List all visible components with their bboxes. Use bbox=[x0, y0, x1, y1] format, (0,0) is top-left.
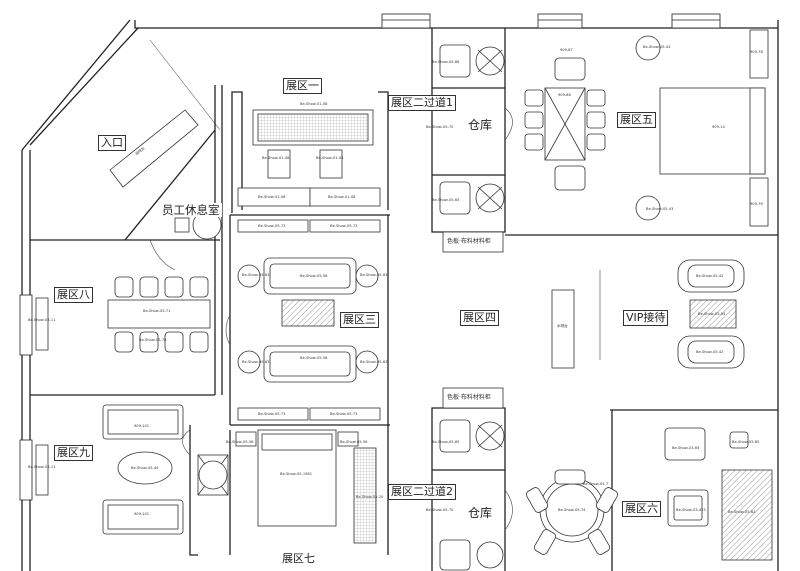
zone9-furniture bbox=[35, 404, 184, 535]
code-z3-side-top-left: Be-Show-05-63 bbox=[242, 273, 270, 277]
code-z8-table: Be-Show-05-71 bbox=[143, 309, 171, 313]
code-z1-bench-left: Be-Show-01-08 bbox=[258, 195, 286, 199]
code-z6-round-table: Be-Show-05-74 bbox=[558, 508, 586, 512]
code-z3-top-bench-left: Be-Show-05-73 bbox=[258, 224, 286, 228]
code-z5-lounge-bottom: Be-Show-05-43 bbox=[646, 207, 674, 211]
code-z3-sofa-top: Be-Show-05-58 bbox=[300, 274, 328, 278]
code-warehouse-bottom-chair-1: Be-Show-05-65 bbox=[432, 440, 460, 444]
code-vip-sofa-bottom: Be-Show-05-42 bbox=[696, 350, 724, 354]
code-z6-chair-top: Be-Show-05-7 bbox=[583, 482, 609, 486]
zone8-furniture bbox=[35, 276, 211, 353]
code-vip-sofa-top: Be-Show-05-42 bbox=[696, 274, 724, 278]
code-z9-side: Be-Show-03-11 bbox=[28, 465, 56, 469]
zone7-furniture bbox=[197, 429, 377, 544]
windows bbox=[19, 13, 721, 501]
code-z3-bottom-bench-left: Be-Show-05-73 bbox=[258, 412, 286, 416]
inner-walls bbox=[30, 28, 778, 571]
zone-label-zone6: 展区六 bbox=[622, 501, 661, 517]
code-z3-side-top-right: Be-Show-05-63 bbox=[360, 273, 388, 277]
code-z3-bottom-bench-right: Be-Show-05-73 bbox=[330, 412, 358, 416]
code-z5-nightstand-top: 909-78 bbox=[750, 50, 763, 54]
warehouse-bottom-furniture bbox=[439, 387, 505, 571]
code-warehouse-top-chair-3: Be-Show-05-65 bbox=[432, 198, 460, 202]
code-z5-chair: 909-87 bbox=[560, 48, 573, 52]
code-z3-top-bench-right: Be-Show-05-73 bbox=[330, 224, 358, 228]
code-z8-side: Be-Show-03-11 bbox=[28, 318, 56, 322]
code-z7-bed: Be-Show-05-1581 bbox=[280, 472, 312, 476]
zone1-furniture bbox=[237, 109, 381, 207]
code-z9-sofa-top: 909-101 bbox=[134, 424, 150, 428]
code-z7-nightstand-right: Be-Show-05-56 bbox=[340, 440, 368, 444]
zone-label-zone8: 展区八 bbox=[54, 287, 93, 303]
code-warehouse-bottom-chair-2: Be-Show-05-70 bbox=[426, 508, 454, 512]
zone6-furniture bbox=[526, 427, 773, 561]
zone-label-zone3: 展区三 bbox=[340, 312, 379, 328]
code-z6-stool: Be-Show-05-85 bbox=[732, 440, 760, 444]
code-z9-table: Be-Show-05-44 bbox=[131, 466, 159, 470]
code-z1-console: Be-Show-01-08 bbox=[300, 102, 328, 106]
code-center-desk: 水吧台 bbox=[557, 324, 568, 328]
code-z1-chair-left: Be-Show-01-08 bbox=[262, 156, 290, 160]
reception-desk bbox=[109, 109, 199, 188]
zone-label-vip: VIP接待 bbox=[623, 310, 669, 326]
door-arcs bbox=[149, 107, 601, 531]
code-warehouse-top-chair-2: Be-Show-05-70 bbox=[426, 125, 454, 129]
zone-label-zone2-corridor-2: 展区二过道2 bbox=[388, 484, 456, 500]
code-z5-table: 909-88 bbox=[558, 93, 571, 97]
zone3-furniture bbox=[237, 219, 381, 421]
zone-label-staff-room: 员工休息室 bbox=[160, 203, 222, 217]
zone-label-zone9: 展区九 bbox=[54, 445, 93, 461]
zone-label-zone7: 展区七 bbox=[280, 552, 317, 566]
code-z6-arm-chair: Be-Show-03-64 bbox=[672, 446, 700, 450]
zone-label-zone1: 展区一 bbox=[283, 78, 322, 94]
code-z8-chair: Be-Show-05-78 bbox=[139, 338, 167, 342]
code-z5-bed: 909-14 bbox=[712, 125, 725, 129]
code-z7-nightstand-left: Be-Show-05-56 bbox=[226, 440, 254, 444]
code-z6-sofa: Be-Show-05-62 bbox=[728, 510, 756, 514]
code-z3-side-bottom-left: Be-Show-05-63 bbox=[242, 360, 270, 364]
zone-label-warehouse-bottom: 仓库 bbox=[466, 506, 495, 520]
zone-label-warehouse-top: 仓库 bbox=[466, 118, 495, 132]
code-z3-side-bottom-right: Be-Show-05-63 bbox=[360, 360, 388, 364]
staff-room-furniture bbox=[174, 210, 222, 240]
code-z3-sofa-bottom: Be-Show-05-58 bbox=[300, 356, 328, 360]
zone-label-entrance: 入口 bbox=[98, 135, 126, 151]
code-vip-table: Be-Show-05-54 bbox=[698, 312, 726, 316]
code-z5-nightstand-bottom: 909-76 bbox=[750, 202, 763, 206]
zone-label-zone2-corridor-1: 展区二过道1 bbox=[388, 95, 456, 111]
zone5-furniture bbox=[524, 29, 769, 227]
code-z1-bench-right: Be-Show-01-08 bbox=[328, 195, 356, 199]
cabinet-label-bottom: 色板·布料材料柜 bbox=[447, 394, 491, 401]
zone-label-zone5: 展区五 bbox=[617, 112, 656, 128]
code-z5-lounge-top: Be-Show-05-43 bbox=[643, 45, 671, 49]
zone-label-zone4: 展区四 bbox=[460, 310, 499, 326]
zone4-furniture bbox=[551, 289, 575, 369]
code-z9-sofa-bottom: 909-101 bbox=[134, 512, 150, 516]
vip-furniture bbox=[677, 259, 745, 369]
code-warehouse-top-chair-1: Be-Show-05-66 bbox=[432, 60, 460, 64]
code-z1-chair-right: Be-Show-01-08 bbox=[316, 156, 344, 160]
code-z7-rack: Be-Show-05-20 bbox=[356, 495, 384, 499]
warehouse-top-furniture bbox=[439, 44, 505, 253]
cabinet-label-top: 色板·布料材料柜 bbox=[447, 238, 491, 245]
code-z6-coffee-table: Be-Show-03-423 bbox=[676, 508, 706, 512]
